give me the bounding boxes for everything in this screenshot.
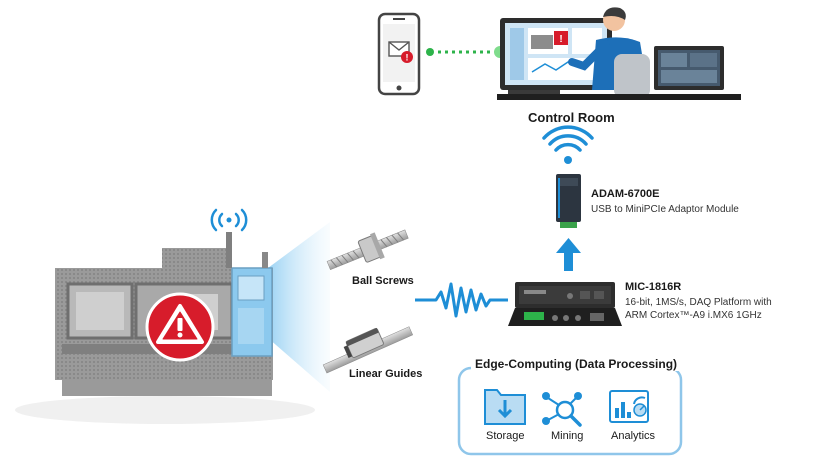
network-search-icon: [542, 392, 582, 427]
uplink-arrow: [556, 238, 581, 271]
ball-screw-image: [326, 229, 409, 271]
analytics-label: Analytics: [611, 430, 656, 442]
adam-subtitle: USB to MiniPCIe Adaptor Module: [591, 204, 739, 215]
ball-screws-label: Ball Screws: [352, 275, 414, 287]
desk: [497, 94, 741, 100]
linear-guide-image: [322, 326, 414, 374]
alert-warning-icon: [145, 292, 215, 362]
mic-title: MIC-1816R: [625, 281, 682, 293]
keyboard: [508, 90, 560, 94]
wifi-signal-icon: [542, 125, 594, 152]
mic-desc-line2: ARM Cortex™-A9 i.MX6 1GHz: [625, 310, 762, 321]
folder-download-icon: [484, 389, 526, 425]
svg-text:!: !: [559, 34, 562, 45]
mining-label: Mining: [551, 430, 584, 442]
dashboard-chart-icon: [609, 390, 649, 423]
cnc-machine: [15, 232, 315, 424]
linear-guides-label: Linear Guides: [349, 368, 423, 380]
storage-label: Storage: [486, 430, 525, 442]
machine-wireless-icon: [210, 208, 248, 232]
adam-title: ADAM-6700E: [591, 188, 660, 200]
control-room-scene: ! !: [377, 7, 741, 100]
antenna-tip: [226, 217, 232, 223]
notification-link: [426, 46, 506, 58]
office-chair: [614, 54, 650, 98]
edge-computing-title: Edge-Computing (Data Processing): [471, 357, 682, 371]
vibration-signal-waveform: [415, 282, 508, 318]
svg-text:!: !: [406, 53, 409, 63]
adam-6700e-device: [556, 174, 581, 228]
smartphone-icon: !: [377, 12, 421, 96]
secondary-monitor: [654, 46, 724, 90]
mic-1816r-device: [508, 282, 622, 326]
control-room-label: Control Room: [528, 110, 615, 125]
inspection-beam: [268, 222, 330, 392]
wifi-dot: [564, 156, 572, 164]
mic-desc-line1: 16-bit, 1MS/s, DAQ Platform with: [625, 297, 772, 308]
